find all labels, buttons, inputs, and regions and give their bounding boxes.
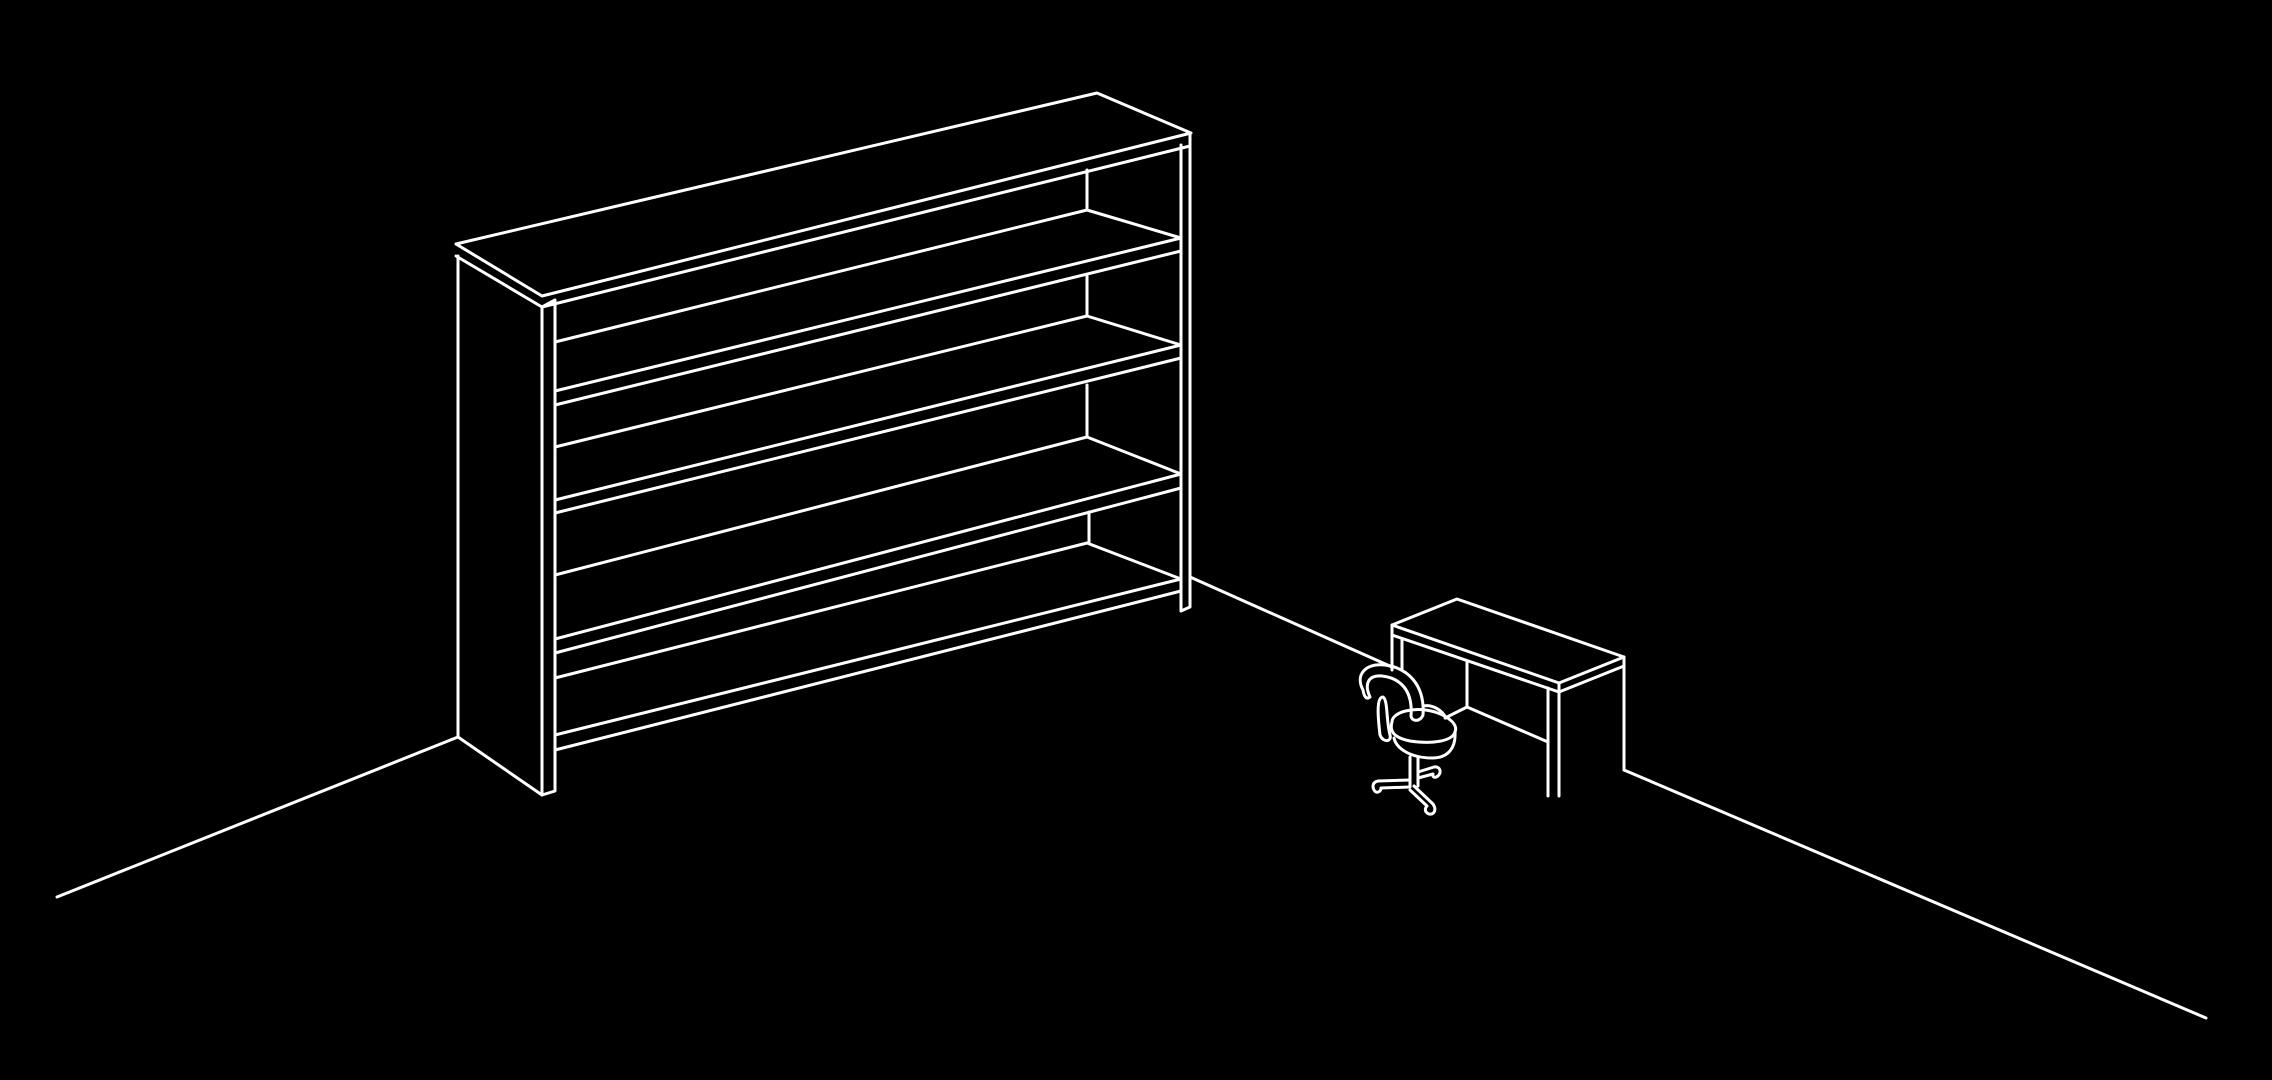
chair-backrest <box>1358 663 1425 722</box>
shelf-2 <box>553 314 1183 515</box>
floor-right-edge <box>1622 768 2208 1020</box>
chair-base-leg-front <box>1408 784 1437 816</box>
chair-seat-underside <box>1392 730 1457 760</box>
desk[interactable] <box>1390 597 1626 798</box>
room-floor <box>55 575 2208 1020</box>
bookshelf-left-side <box>456 254 544 797</box>
office-chair[interactable] <box>1355 660 1460 820</box>
chair-base-leg-left <box>1371 778 1412 794</box>
bookshelf-front-right-post <box>1179 131 1192 613</box>
bookshelf-front-left-post <box>540 298 557 797</box>
floor-wall-edge-back <box>1188 575 1394 669</box>
desk-modesty-panel-bottom-left <box>1443 705 1469 720</box>
floor-left-edge <box>55 735 460 899</box>
desk-front-edge <box>1557 664 1626 694</box>
chair-base-leg-right <box>1416 765 1442 780</box>
chair-back-support <box>1376 695 1392 743</box>
bookshelf[interactable] <box>454 91 1193 797</box>
shelf-4 <box>553 541 1183 752</box>
desk-modesty-panel-bottom <box>1465 705 1550 744</box>
shelf-1 <box>553 208 1183 407</box>
shelf-3 <box>553 435 1183 655</box>
chair-armrest <box>1421 704 1448 720</box>
